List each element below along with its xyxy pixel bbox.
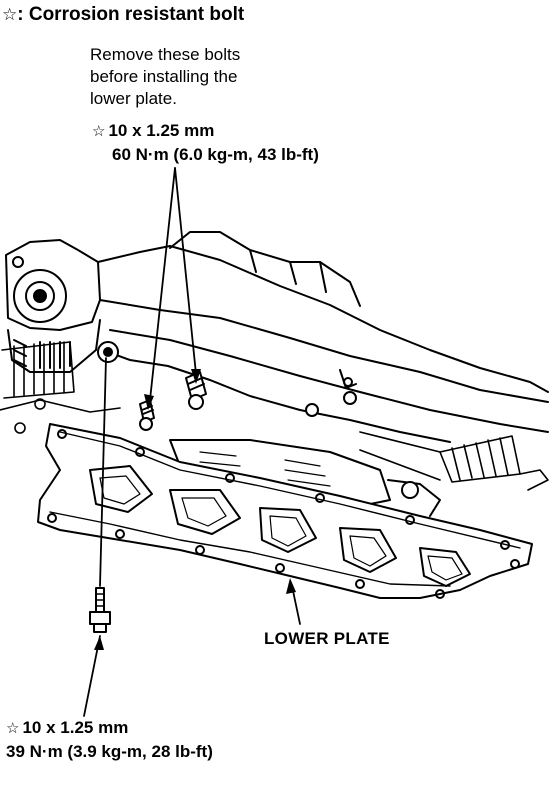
lower-bolt bbox=[89, 587, 111, 633]
lower-bolt-torque: 39 N·m (3.9 kg-m, 28 lb-ft) bbox=[6, 742, 213, 761]
legend: ☆: Corrosion resistant bolt bbox=[2, 5, 244, 24]
lower-bolt-spec: ☆10 x 1.25 mm 39 N·m (3.9 kg-m, 28 lb-ft… bbox=[6, 716, 213, 763]
legend-separator: : bbox=[17, 4, 24, 25]
upper-leader-left bbox=[149, 167, 176, 401]
lower-leader-up bbox=[99, 357, 107, 587]
subframe bbox=[97, 231, 549, 443]
arrow-bolt-up bbox=[94, 636, 104, 650]
upper-spec-star-icon: ☆ bbox=[92, 123, 106, 140]
upper-bolt-torque: 60 N·m (6.0 kg-m, 43 lb-ft) bbox=[112, 145, 319, 164]
lower-bolt-size: 10 x 1.25 mm bbox=[22, 718, 129, 737]
arrow-plate bbox=[286, 578, 296, 594]
lower-plate-label: LOWER PLATE bbox=[264, 629, 390, 648]
right-boot bbox=[359, 431, 549, 491]
upper-leader-right bbox=[174, 167, 197, 375]
arrow-up-left bbox=[144, 394, 154, 410]
legend-star-icon: ☆ bbox=[2, 5, 18, 24]
upper-bolt-size: 10 x 1.25 mm bbox=[108, 121, 215, 140]
lower-plate bbox=[37, 423, 533, 599]
upper-bolt-spec: ☆10 x 1.25 mm 60 N·m (6.0 kg-m, 43 lb-ft… bbox=[92, 119, 319, 166]
left-bellows bbox=[0, 341, 121, 434]
lower-spec-star-icon: ☆ bbox=[6, 720, 20, 737]
arrowheads bbox=[94, 369, 296, 650]
legend-text: Corrosion resistant bolt bbox=[28, 4, 245, 25]
arrow-up-right bbox=[191, 369, 201, 384]
engine-mount-bracket bbox=[5, 239, 101, 373]
removal-note: Remove these bolts before installing the… bbox=[90, 45, 241, 108]
